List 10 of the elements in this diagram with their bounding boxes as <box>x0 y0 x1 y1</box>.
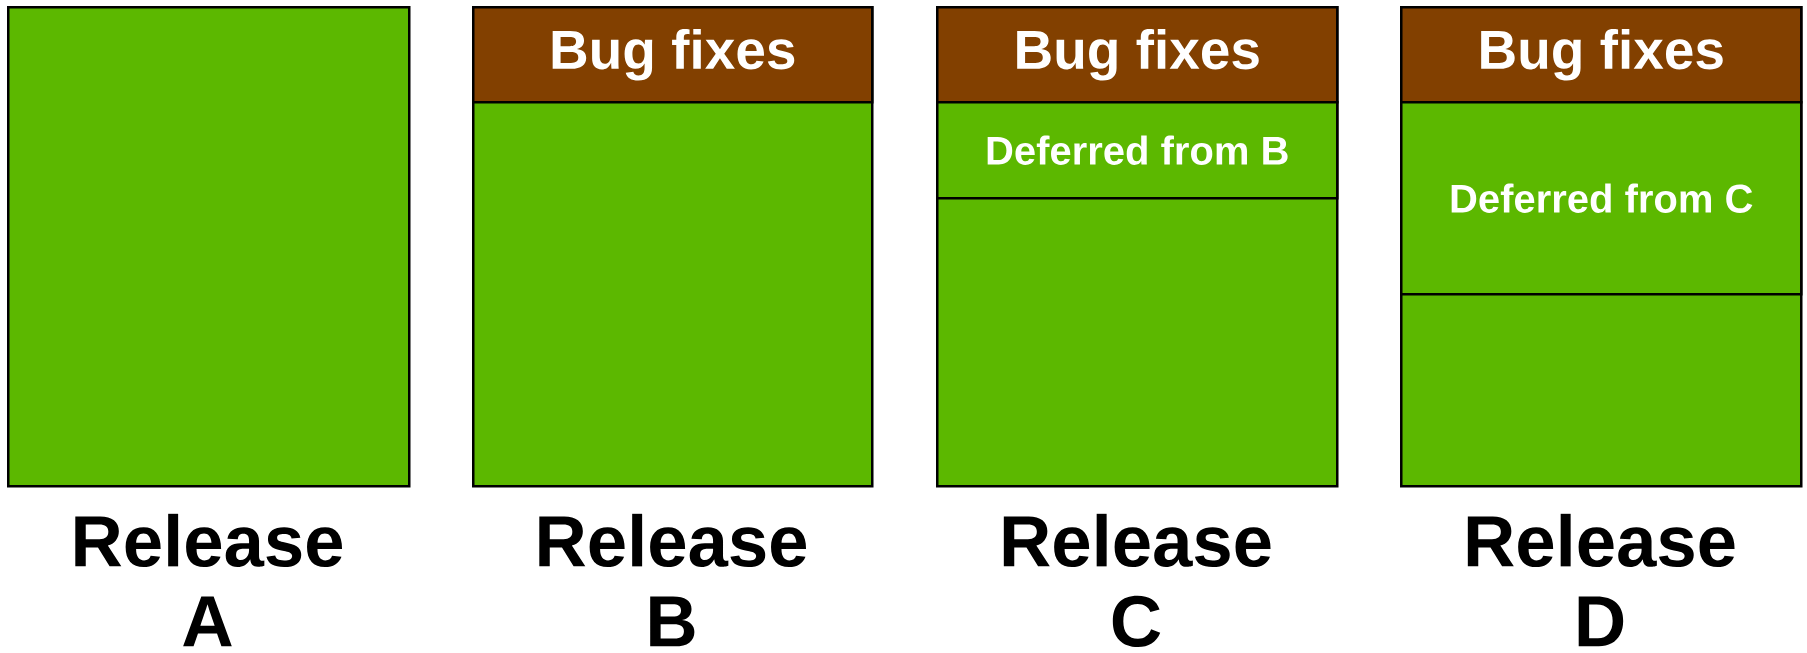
release-label: Release A <box>75 513 343 647</box>
band-box: Bug fixes <box>936 6 1339 104</box>
release-label: Release D <box>1467 513 1735 647</box>
band-box: Deferred from B <box>936 101 1339 200</box>
column-box <box>7 6 411 488</box>
band-box: Deferred from C <box>1400 101 1803 296</box>
band-box: Bug fixes <box>1400 6 1803 104</box>
band-box: Bug fixes <box>472 6 874 104</box>
release-label: Release B <box>539 513 807 647</box>
release-label: Release C <box>1003 513 1271 648</box>
